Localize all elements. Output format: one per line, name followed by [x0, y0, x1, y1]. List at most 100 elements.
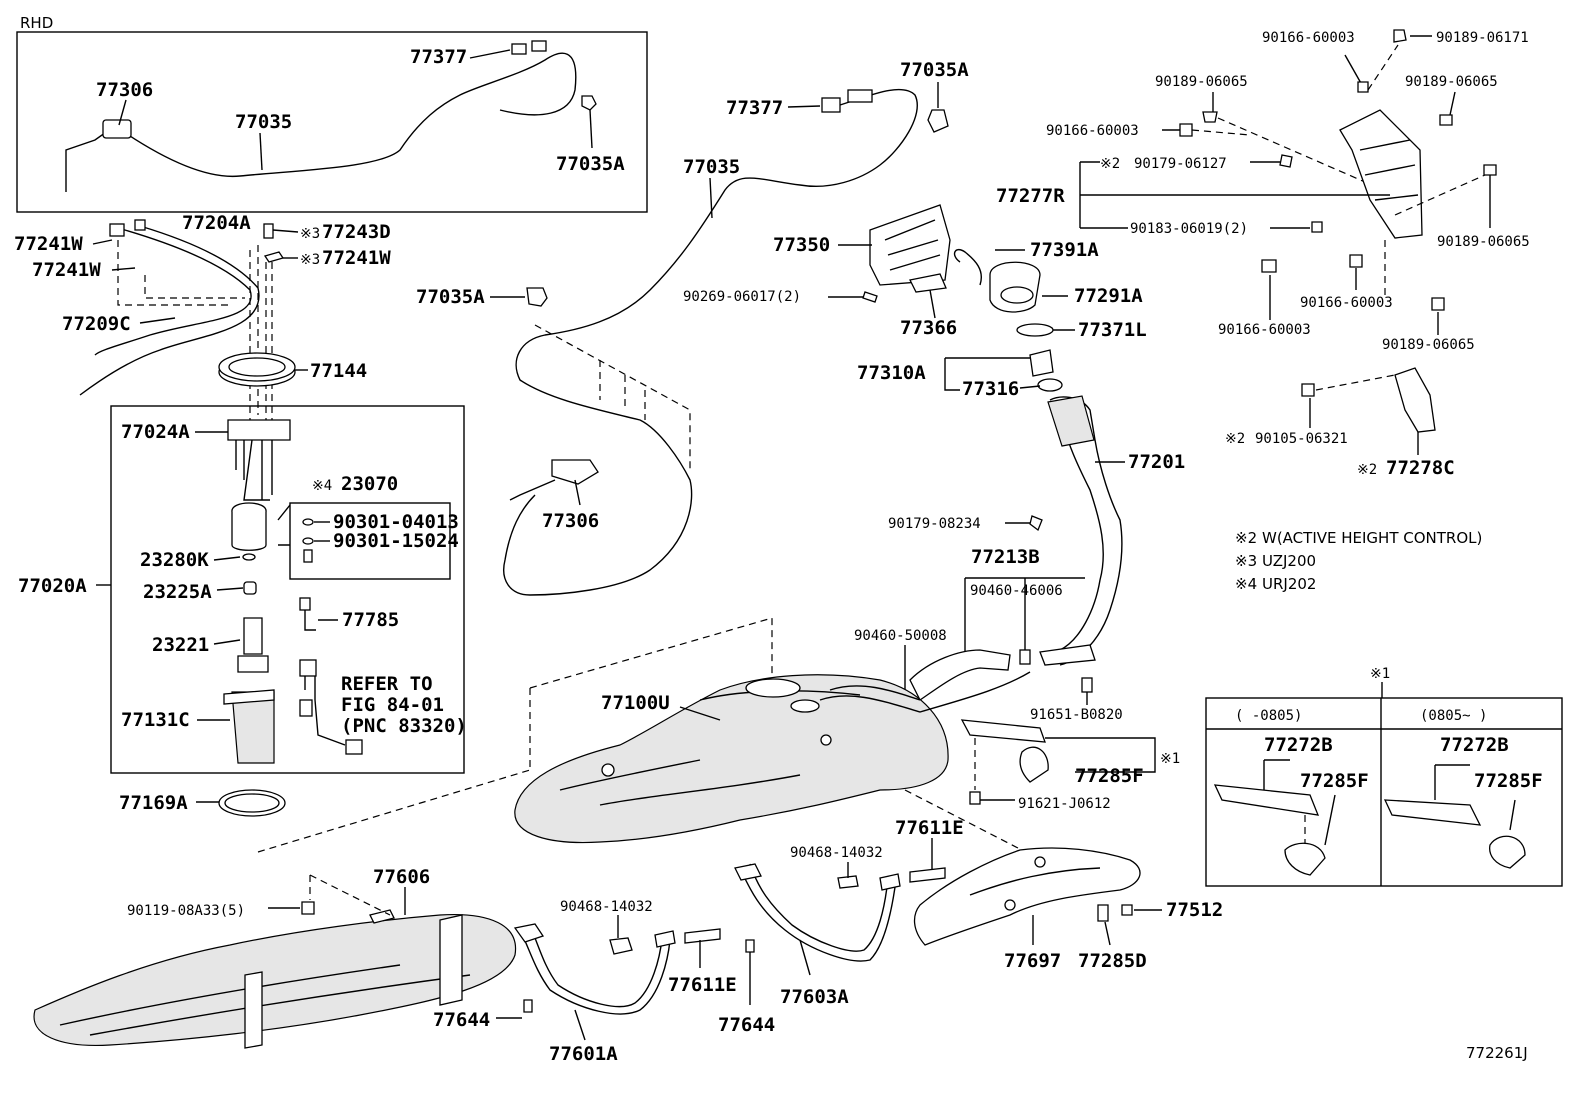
callout-77512: 77512 — [1166, 899, 1223, 921]
callout-77611E-a: 77611E — [895, 817, 964, 839]
callout-77644-a: 77644 — [433, 1009, 490, 1031]
callout-77213B: 77213B — [971, 546, 1040, 568]
callout-77285F-left: 77285F — [1300, 770, 1369, 792]
callout-90166-60003-a: 90166-60003 — [1262, 30, 1355, 46]
callout-90166-60003-b: 90166-60003 — [1046, 123, 1139, 139]
note-text-3: UZJ200 — [1262, 552, 1316, 570]
fuel-tank-77100U: 77100U — [257, 617, 1031, 853]
callout-77241W-1: 77241W — [14, 233, 83, 255]
callout-77377: 77377 — [726, 97, 783, 119]
refer-line-1: REFER TO — [341, 673, 433, 695]
callout-91651: 91651-B0820 — [1030, 707, 1123, 723]
callout-77201: 77201 — [1128, 451, 1185, 473]
protector-group: 90189-06171 90166-60003 90189-06065 9018… — [996, 29, 1530, 479]
vent-tube-group: 77377 77035A 77035 77035A 77306 — [416, 59, 969, 596]
callout-77310A: 77310A — [857, 362, 926, 384]
callout-77024A: 77024A — [121, 421, 190, 443]
variant-box-mark: ※1 — [1370, 666, 1390, 682]
callout-91621: 91621-J0612 — [1018, 796, 1111, 812]
callout-77272B-right: 77272B — [1440, 734, 1509, 756]
callout-77100U: 77100U — [601, 692, 670, 714]
band-77601A: 90468-14032 77611E 77644 77601A — [433, 899, 737, 1065]
callout-77035A-top: 77035A — [900, 59, 969, 81]
callout-90166-60003-c: 90166-60003 — [1300, 295, 1393, 311]
callout-90269: 90269-06017(2) — [683, 289, 801, 305]
callout-77285D: 77285D — [1078, 950, 1147, 972]
callout-90301-04013: 90301-04013 — [333, 511, 459, 533]
tank-protector-77606: 90119-08A33(5) 77606 — [33, 866, 517, 1049]
callout-77350: 77350 — [773, 234, 830, 256]
mark-23070: ※4 — [312, 478, 332, 494]
mark-06321: ※2 — [1225, 431, 1245, 447]
callout-77272B-left: 77272B — [1264, 734, 1333, 756]
variant-box-1: ※1 ( -0805) (0805~ ) 77272B 77285F 77272… — [1205, 666, 1563, 887]
callout-23225A: 23225A — [143, 581, 212, 603]
callout-77035: 77035 — [683, 156, 740, 178]
callout-77377-rhd: 77377 — [410, 46, 467, 68]
callout-90189-06065-d: 90189-06065 — [1382, 337, 1475, 353]
lock-ring-77144: 77144 — [218, 352, 367, 387]
callout-77606: 77606 — [373, 866, 430, 888]
callout-77316: 77316 — [962, 378, 1019, 400]
variant-right-head: (0805~ ) — [1420, 708, 1487, 724]
tube-assy-group: 77204A 77241W 77241W ※3 77243D ※3 77241W… — [14, 212, 391, 420]
rhd-label: RHD — [20, 14, 53, 32]
callout-77241W-3: 77241W — [322, 247, 391, 269]
callout-23221: 23221 — [152, 634, 209, 656]
callout-77306-rhd: 77306 — [96, 79, 153, 101]
callout-77644-b: 77644 — [718, 1014, 775, 1036]
callout-77285F-right: 77285F — [1474, 770, 1543, 792]
figure-id: 772261J — [1466, 1044, 1528, 1062]
callout-90189-06171: 90189-06171 — [1436, 30, 1529, 46]
mark-285F: ※1 — [1160, 751, 1180, 767]
callout-77243D: 77243D — [322, 221, 391, 243]
mark-278C: ※2 — [1357, 462, 1377, 478]
filler-group: 77350 90269-06017(2) 77366 77391A 77291A… — [683, 204, 1185, 723]
callout-90460-46006: 90460-46006 — [970, 583, 1063, 599]
note-text-4: URJ202 — [1262, 575, 1316, 593]
callout-77391A: 77391A — [1030, 239, 1099, 261]
clamp-77285F: ※1 77285F 91621-J0612 — [960, 719, 1180, 812]
mark-241W: ※3 — [300, 252, 320, 268]
callout-90460-50008: 90460-50008 — [854, 628, 947, 644]
callout-90179-06127: 90179-06127 — [1134, 156, 1227, 172]
callout-90301-15024: 90301-15024 — [333, 530, 459, 552]
protector-77697: 77697 77285D 77512 — [904, 789, 1223, 972]
callout-23070: 23070 — [341, 473, 398, 495]
callout-77278C: 77278C — [1386, 457, 1455, 479]
callout-77601A: 77601A — [549, 1043, 618, 1065]
callout-77277R: 77277R — [996, 185, 1065, 207]
refer-line-2: FIG 84-01 — [341, 694, 444, 716]
callout-77785: 77785 — [342, 609, 399, 631]
callout-77035A-mid: 77035A — [416, 286, 485, 308]
callout-77209C: 77209C — [62, 313, 131, 335]
mark-06127: ※2 — [1100, 156, 1120, 172]
mark-243D: ※3 — [300, 226, 320, 242]
callout-77603A: 77603A — [780, 986, 849, 1008]
callout-77366: 77366 — [900, 317, 957, 339]
refer-line-3: (PNC 83320) — [341, 715, 467, 737]
fuel-pump-box: 77024A 23280K 77020A 23225A 77785 23221 … — [18, 405, 467, 774]
gasket-77169A: 77169A — [119, 789, 286, 817]
callout-77697: 77697 — [1004, 950, 1061, 972]
variant-left-head: ( -0805) — [1235, 708, 1302, 724]
callout-77204A: 77204A — [182, 212, 251, 234]
callout-90189-06065-a: 90189-06065 — [1155, 74, 1248, 90]
callout-90468-14032-b: 90468-14032 — [560, 899, 653, 915]
callout-77035A-rhd: 77035A — [556, 153, 625, 175]
callout-77144: 77144 — [310, 360, 367, 382]
callout-90119: 90119-08A33(5) — [127, 903, 245, 919]
callout-77306: 77306 — [542, 510, 599, 532]
callout-90166-60003-d: 90166-60003 — [1218, 322, 1311, 338]
callout-77169A: 77169A — [119, 792, 188, 814]
callout-77035-rhd: 77035 — [235, 111, 292, 133]
note-mark-3: ※3 — [1235, 552, 1257, 570]
callout-77291A: 77291A — [1074, 285, 1143, 307]
notes: ※2 W(ACTIVE HEIGHT CONTROL) ※3 UZJ200 ※4… — [1235, 529, 1482, 593]
callout-23280K: 23280K — [140, 549, 209, 571]
callout-90105-06321: 90105-06321 — [1255, 431, 1348, 447]
rhd-inset: RHD 77377 77306 77035 77035A — [16, 14, 648, 213]
callout-77285F-1: 77285F — [1075, 765, 1144, 787]
callout-77611E-b: 77611E — [668, 974, 737, 996]
